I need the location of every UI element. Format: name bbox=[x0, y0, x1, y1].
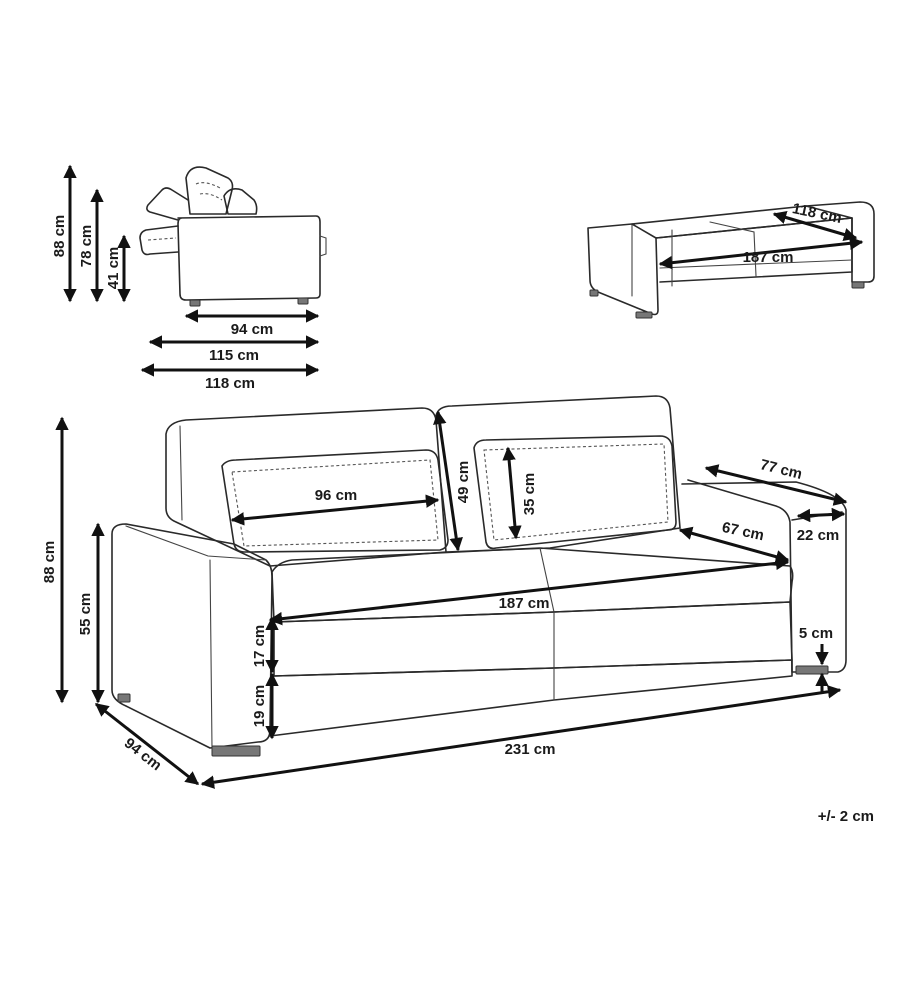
label-seat-width: 187 cm bbox=[499, 595, 550, 612]
dim-line-arm-depth bbox=[704, 464, 848, 506]
side-view-drawing bbox=[139, 166, 327, 307]
dim-line-width-total bbox=[200, 685, 842, 789]
label-cushion-height: 17 cm bbox=[251, 625, 268, 668]
label-leg-height: 5 cm bbox=[799, 625, 833, 642]
label-height-back: 78 cm bbox=[78, 225, 95, 268]
dim-line-pillow-height bbox=[502, 446, 522, 540]
label-seat-depth: 67 cm bbox=[720, 519, 765, 544]
label-base-height: 19 cm bbox=[251, 685, 268, 728]
label-back-height: 49 cm bbox=[455, 461, 472, 504]
label-depth-total: 118 cm bbox=[205, 375, 255, 392]
dim-line-pillow-width bbox=[230, 494, 440, 526]
side-view-dimensions: 88 cm 78 cm 41 cm 94 cm 115 cm 118 cm bbox=[51, 164, 320, 392]
label-depth-seat: 94 cm bbox=[231, 321, 274, 338]
label-front-height-total: 88 cm bbox=[41, 541, 58, 584]
dim-line-bed-length bbox=[658, 236, 864, 270]
dim-line-seat-depth bbox=[678, 526, 790, 564]
label-pillow-height: 35 cm bbox=[521, 473, 538, 516]
label-arm-width: 22 cm bbox=[797, 527, 840, 544]
label-height-total: 88 cm bbox=[51, 215, 68, 258]
label-arm-depth: 77 cm bbox=[758, 456, 803, 483]
dim-line-back-height bbox=[433, 410, 463, 552]
label-bed-length: 187 cm bbox=[743, 249, 794, 266]
dim-line-seat-width bbox=[268, 556, 790, 626]
dim-line-depth bbox=[94, 702, 200, 786]
label-pillow-width: 96 cm bbox=[315, 487, 358, 504]
tolerance-note: +/- 2 cm bbox=[818, 808, 874, 825]
label-arm-height: 55 cm bbox=[77, 593, 94, 636]
front-view-dimensions: 88 cm 55 cm 17 cm 19 cm 94 cm 231 cm 187… bbox=[41, 410, 848, 789]
front-view-drawing bbox=[111, 395, 847, 757]
label-height-seat: 41 cm bbox=[105, 247, 122, 290]
label-width-total: 231 cm bbox=[505, 741, 556, 758]
dim-line-bed-width bbox=[772, 210, 858, 242]
dim-line-arm-width bbox=[796, 507, 846, 523]
label-depth-reclined: 115 cm bbox=[209, 347, 259, 364]
